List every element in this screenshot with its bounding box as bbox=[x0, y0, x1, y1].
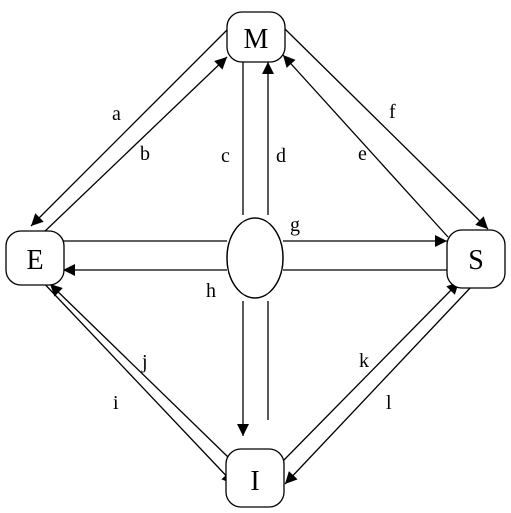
edge-label-k: k bbox=[359, 350, 369, 372]
edge-k bbox=[281, 281, 460, 463]
edge-label-g: g bbox=[290, 214, 300, 236]
edge-a bbox=[30, 28, 229, 227]
edge-label-b: b bbox=[140, 143, 150, 165]
edge-j bbox=[49, 283, 230, 459]
edge-label-d: d bbox=[276, 145, 286, 167]
edge-label-h: h bbox=[206, 280, 216, 302]
node-e-label: E bbox=[26, 245, 43, 276]
edge-label-i: i bbox=[113, 392, 119, 414]
edge-label-a: a bbox=[112, 103, 121, 125]
node-m-label: M bbox=[244, 24, 269, 55]
edge-label-l: l bbox=[386, 392, 392, 414]
edge-i bbox=[37, 276, 235, 485]
node-s-label: S bbox=[468, 245, 484, 276]
node-s: S bbox=[446, 229, 506, 289]
edge-label-f: f bbox=[389, 101, 396, 123]
edge-e bbox=[282, 54, 449, 238]
edge-label-e: e bbox=[358, 143, 367, 165]
node-e: E bbox=[5, 230, 65, 286]
node-m: M bbox=[226, 11, 286, 63]
node-i: I bbox=[225, 448, 285, 508]
edge-label-c: c bbox=[221, 145, 230, 167]
edge-b bbox=[41, 56, 228, 235]
edge-f bbox=[284, 28, 489, 230]
center-junction-outline bbox=[226, 217, 284, 299]
edge-label-j: j bbox=[141, 351, 148, 373]
node-i-label: I bbox=[250, 466, 259, 497]
edge-l bbox=[284, 285, 473, 485]
